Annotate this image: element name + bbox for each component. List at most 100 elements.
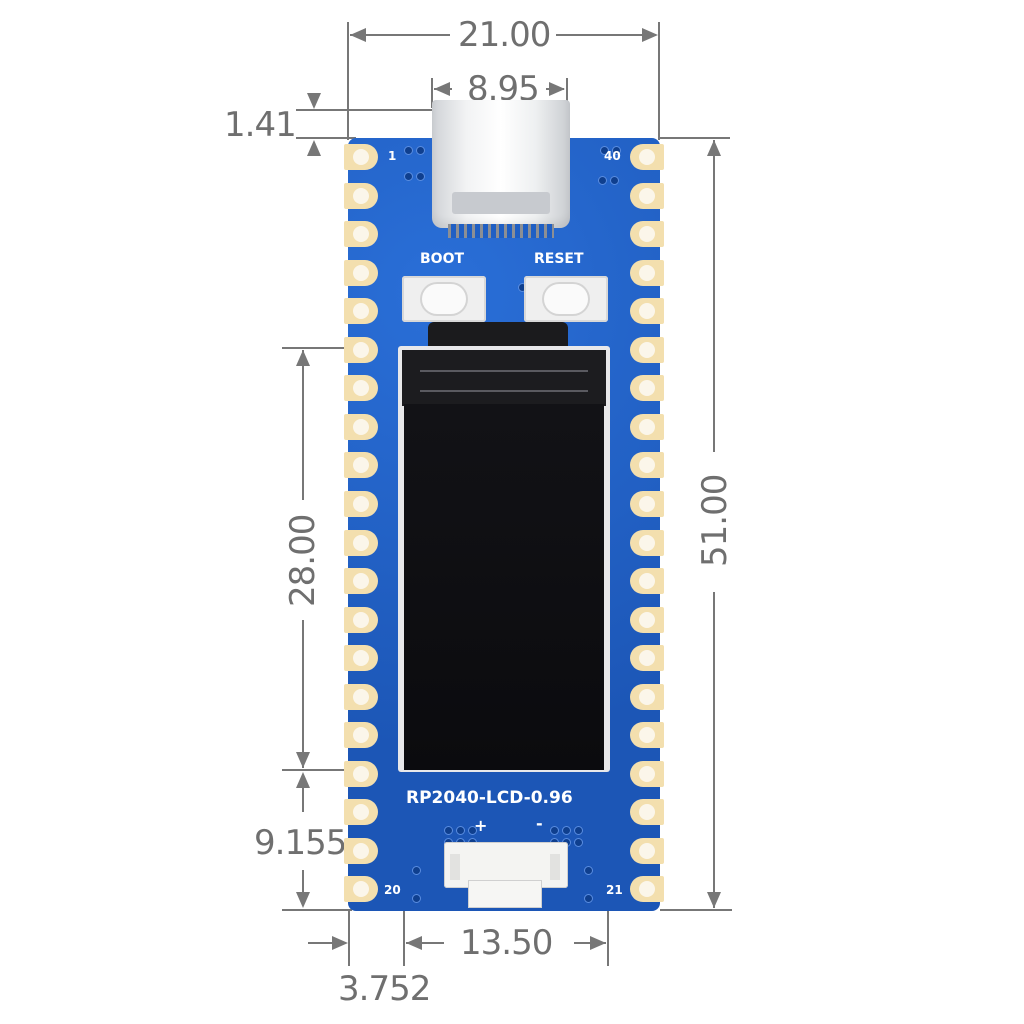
via [574, 838, 583, 847]
connector-slot [550, 854, 560, 880]
board-length-arrow-up-icon [707, 140, 721, 156]
usb-c-port [432, 100, 570, 228]
pin-pad-right [630, 722, 664, 748]
board-length-line-bottom [713, 592, 715, 908]
usb-c-opening [452, 192, 550, 214]
pin-pad-right [630, 337, 664, 363]
pin-pad-right [630, 260, 664, 286]
via [550, 826, 559, 835]
via [600, 146, 609, 155]
pin-pad-right [630, 530, 664, 556]
pin-pad-left [344, 221, 378, 247]
via [468, 826, 477, 835]
pin-pad-left [344, 298, 378, 324]
lcd-height-line-top [302, 350, 304, 500]
via [562, 826, 571, 835]
pin-pad-right [630, 838, 664, 864]
pin-pad-right [630, 568, 664, 594]
pin-pad-left [344, 414, 378, 440]
lcd-offset-line-bottom [302, 870, 304, 894]
board-length-arrow-down-icon [707, 892, 721, 908]
lcd-height-ext-bottom [282, 769, 402, 771]
lcd-height-line-bottom [302, 620, 304, 768]
lcd-offset-arrow-down-icon [296, 892, 310, 908]
via [416, 172, 425, 181]
board-width-label: 21.00 [458, 15, 551, 55]
via [404, 172, 413, 181]
usb-width-ext-right [566, 78, 568, 108]
pin-pad-left [344, 530, 378, 556]
pin-pad-left [344, 838, 378, 864]
board-length-ext-top [660, 137, 730, 139]
pin-pad-right [630, 414, 664, 440]
pin-pad-right [630, 684, 664, 710]
usb-width-arrow-right-icon [549, 82, 565, 96]
usb-overhang-ext-top [296, 109, 436, 111]
pin-pad-left [344, 452, 378, 478]
lcd-height-arrow-down-icon [296, 752, 310, 768]
lcd-offset-label: 9.155 [254, 823, 347, 863]
usb-width-ext-left [431, 78, 433, 108]
pin-pad-left [344, 183, 378, 209]
boot-button[interactable] [402, 276, 486, 322]
usb-overhang-arrow-down-icon [307, 93, 321, 109]
via [598, 176, 607, 185]
pin-pad-left [344, 722, 378, 748]
via [412, 866, 421, 875]
pin-20-label: 20 [384, 883, 401, 897]
via [584, 894, 593, 903]
board-width-line-left [350, 34, 450, 36]
left-offset-line [308, 942, 332, 944]
left-offset-label: 3.752 [338, 969, 431, 1009]
board-width-arrow-right-icon [642, 28, 658, 42]
pin-pad-left [344, 607, 378, 633]
board-width-ext-right [658, 22, 660, 140]
pin-pad-left [344, 491, 378, 517]
pin-pad-left [344, 337, 378, 363]
pin-pad-right [630, 144, 664, 170]
reset-button[interactable] [524, 276, 608, 322]
via [584, 866, 593, 875]
lcd-width-arrow-left-icon [406, 936, 422, 950]
reset-label: RESET [534, 251, 584, 267]
lcd-offset-ext-bottom [282, 909, 352, 911]
pin-pad-right [630, 221, 664, 247]
lcd-bezel-top [402, 350, 606, 406]
via [574, 826, 583, 835]
lcd-height-ext-top [282, 347, 402, 349]
boot-label: BOOT [420, 251, 465, 267]
pin-pad-left [344, 761, 378, 787]
board-length-label: 51.00 [695, 474, 735, 567]
via [404, 146, 413, 155]
usb-width-arrow-left-icon [434, 82, 450, 96]
pin-40-label: 40 [604, 149, 621, 163]
pin-pad-right [630, 876, 664, 902]
usb-overhang-arrow-up-icon [307, 140, 321, 156]
lcd-height-arrow-up-icon [296, 350, 310, 366]
pin-21-label: 21 [606, 883, 623, 897]
lcd-offset-line-top [302, 786, 304, 812]
connector-foot [468, 880, 542, 908]
connector-slot [450, 854, 460, 880]
pin-pad-right [630, 183, 664, 209]
pin-pad-right [630, 799, 664, 825]
lcd-width-label: 13.50 [460, 923, 553, 963]
pin-pad-left [344, 684, 378, 710]
lcd-height-label: 28.00 [283, 514, 323, 607]
lcd-bezel-stripe [420, 370, 588, 372]
pin-pad-right [630, 491, 664, 517]
pin-1-label: 1 [388, 149, 397, 163]
board-width-ext-left [347, 22, 349, 140]
usb-overhang-label: 1.41 [224, 105, 297, 145]
board-name-label: RP2040-LCD-0.96 [406, 788, 573, 808]
left-offset-arrow-right-icon [332, 936, 348, 950]
board-width-line-right [556, 34, 656, 36]
pin-pad-right [630, 452, 664, 478]
via [416, 146, 425, 155]
via [612, 146, 621, 155]
pin-pad-left [344, 645, 378, 671]
left-offset-ext-left [348, 910, 350, 966]
lcd-bezel-stripe [420, 390, 588, 392]
pin-pad-right [630, 607, 664, 633]
board-width-arrow-left-icon [350, 28, 366, 42]
